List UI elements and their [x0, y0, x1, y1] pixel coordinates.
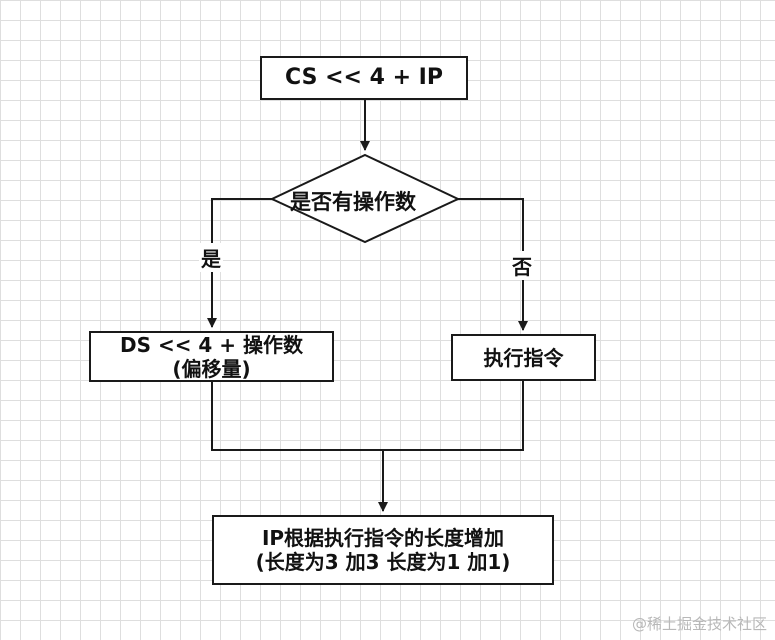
line-yes-merge — [211, 382, 383, 451]
yes-process-box: DS << 4 + 操作数 (偏移量) — [89, 331, 334, 382]
arrow-no-branch — [458, 198, 528, 331]
arrow-yes-branch — [207, 198, 272, 328]
end-process-line1: IP根据执行指令的长度增加 — [261, 526, 505, 550]
no-process-box: 执行指令 — [451, 334, 596, 381]
yes-process-line1: DS << 4 + 操作数 — [119, 332, 304, 357]
line-no-merge — [383, 381, 524, 451]
no-process-text: 执行指令 — [483, 345, 564, 370]
no-label: 否 — [510, 251, 534, 280]
watermark-text: @稀土掘金技术社区 — [631, 615, 767, 633]
start-process-box: CS << 4 + IP — [260, 56, 468, 100]
end-process-box: IP根据执行指令的长度增加 (长度为3 加3 长度为1 加1) — [212, 515, 554, 585]
start-process-text: CS << 4 + IP — [285, 64, 443, 90]
decision-text: 是否有操作数 — [290, 190, 416, 214]
end-process-line2: (长度为3 加3 长度为1 加1) — [255, 550, 511, 574]
decision-diamond — [269, 153, 461, 244]
yes-label: 是 — [199, 243, 223, 272]
yes-process-line2: (偏移量) — [172, 356, 251, 381]
